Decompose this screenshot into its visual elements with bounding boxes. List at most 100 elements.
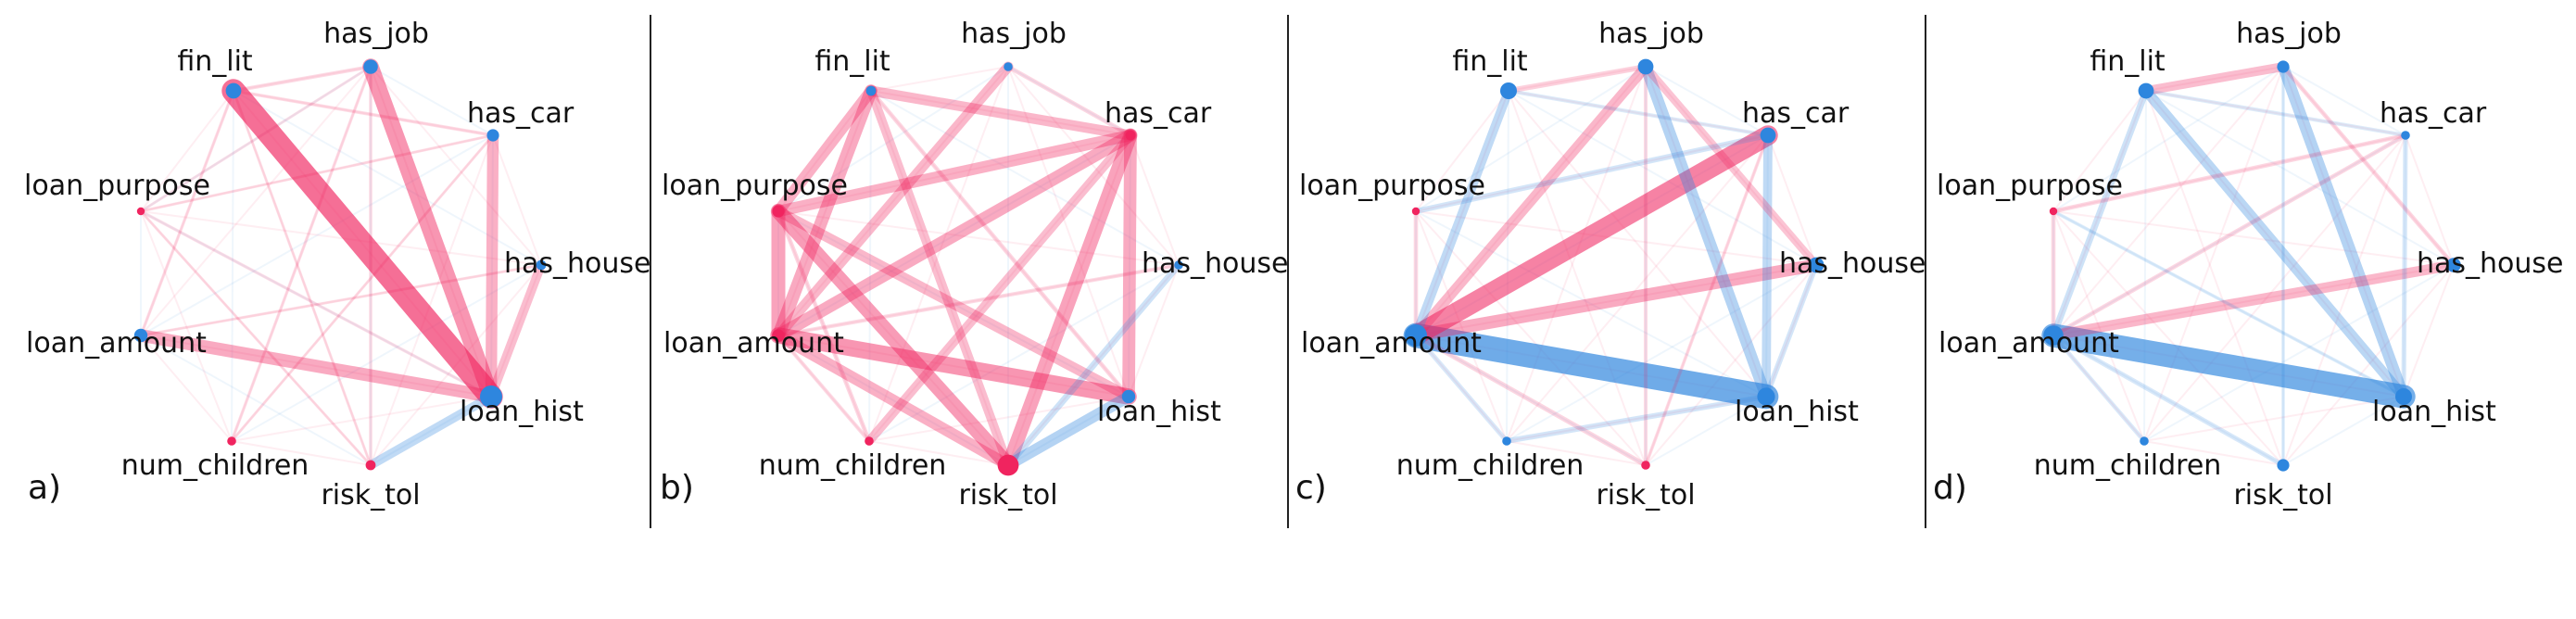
- background-edge: [233, 90, 542, 266]
- background-edge: [140, 90, 234, 212]
- background-edge: [1007, 264, 1180, 466]
- background-edge: [777, 335, 1130, 398]
- node-label-loan-hist: loan_hist: [2372, 396, 2496, 428]
- edge-has_house-loan_hist: [1763, 262, 1819, 399]
- edge-fin_lit-loan_hist: [221, 79, 503, 409]
- node-label-loan-hist: loan_hist: [1735, 396, 1859, 428]
- edge-loan_amount-has_house: [139, 263, 543, 337]
- node-has-job: [2277, 60, 2290, 73]
- edge-has_car-risk_tol: [1644, 133, 1770, 467]
- node-fin-lit: [225, 82, 242, 99]
- background-edge: [1645, 264, 1817, 466]
- background-edge: [777, 335, 1009, 466]
- edge-has_job-loan_hist: [1639, 60, 1773, 403]
- node-has-house: [2446, 258, 2461, 272]
- node-label-loan-amount: loan_amount: [1301, 327, 1482, 360]
- edge-has_job-loan_amount: [1410, 61, 1651, 341]
- node-label-loan-hist: loan_hist: [460, 396, 584, 428]
- panel-a: fin_lithas_jobhas_carhas_houseloan_histr…: [24, 18, 651, 512]
- node-label-has-job: has_job: [323, 18, 429, 50]
- edge-loan_amount-loan_hist: [770, 327, 1137, 405]
- edge-loan_purpose-loan_hist: [773, 206, 1134, 402]
- edge-loan_amount-has_house: [2048, 259, 2459, 341]
- background-edge: [2405, 134, 2455, 266]
- background-edge: [492, 134, 542, 266]
- edge-risk_tol-loan_hist: [1002, 390, 1135, 472]
- edge-loan_purpose-loan_hist: [2052, 209, 2406, 398]
- background-edge: [231, 396, 492, 442]
- node-has-house: [1174, 260, 1183, 270]
- node-label-fin-lit: fin_lit: [2090, 45, 2166, 78]
- background-edge: [1506, 134, 1769, 442]
- background-edge: [231, 134, 494, 442]
- panel-d-labels: fin_lithas_jobhas_carhas_houseloan_histr…: [1937, 18, 2564, 512]
- edge-has_car-loan_hist: [1122, 129, 1137, 403]
- background-edge: [1007, 134, 1131, 466]
- background-edge: [2052, 90, 2147, 336]
- panel-b: fin_lithas_jobhas_carhas_houseloan_histr…: [660, 18, 1289, 512]
- background-edge: [777, 134, 1131, 212]
- background-edge: [777, 335, 870, 442]
- background-edge: [1128, 264, 1180, 398]
- background-edge: [1007, 396, 1130, 466]
- edge-has_car-loan_amount: [772, 129, 1137, 342]
- background-edge: [777, 210, 1180, 266]
- node-label-has-job: has_job: [2236, 18, 2342, 50]
- edge-fin_lit-risk_tol: [232, 89, 373, 467]
- background-edge: [140, 134, 494, 336]
- node-label-fin-lit: fin_lit: [177, 45, 253, 78]
- panel-c-labels: fin_lithas_jobhas_carhas_houseloan_histr…: [1299, 18, 1926, 512]
- edge-has_job-has_house: [2280, 64, 2456, 268]
- edge-loan_amount-loan_hist: [134, 329, 498, 403]
- background-edge: [370, 66, 494, 136]
- background-edge: [1415, 210, 1767, 398]
- background-edge: [140, 335, 492, 398]
- panel-d: fin_lithas_jobhas_carhas_houseloan_histr…: [1933, 18, 2564, 512]
- node-loan-purpose: [1411, 207, 1421, 216]
- background-edge: [140, 335, 233, 442]
- background-edge: [2145, 90, 2406, 136]
- edge-has_job-num_children: [230, 65, 373, 443]
- background-edge: [1415, 134, 1769, 212]
- background-edge: [2282, 134, 2406, 466]
- node-label-loan-purpose: loan_purpose: [662, 170, 848, 202]
- node-label-has-house: has_house: [1779, 247, 1926, 280]
- background-edge: [1508, 90, 1767, 398]
- node-label-num-children: num_children: [1396, 449, 1585, 482]
- edge-loan_purpose-num_children: [776, 208, 872, 444]
- background-edge: [1128, 134, 1131, 398]
- edge-loan_amount-num_children: [1413, 333, 1509, 444]
- edge-loan_purpose-has_car: [2051, 133, 2408, 214]
- background-edge: [777, 264, 1180, 336]
- edge-fin_lit-loan_amount: [2050, 87, 2150, 339]
- node-has-job: [1004, 62, 1013, 71]
- node-label-has-car: has_car: [1105, 97, 1212, 130]
- background-edge: [1007, 66, 1131, 136]
- node-label-has-car: has_car: [467, 97, 575, 130]
- background-edge: [1007, 66, 1130, 398]
- edge-has_car-loan_amount: [1406, 125, 1778, 346]
- background-edge: [1415, 66, 1647, 336]
- node-label-num-children: num_children: [759, 449, 947, 482]
- background-edge: [777, 210, 870, 442]
- node-label-loan-hist: loan_hist: [1097, 396, 1221, 428]
- node-label-loan-amount: loan_amount: [1938, 327, 2119, 360]
- background-edge: [868, 66, 1009, 442]
- node-loan-purpose: [772, 205, 785, 218]
- background-edge: [2052, 134, 2406, 336]
- edge-loan_purpose-risk_tol: [139, 209, 373, 467]
- background-edge: [1508, 66, 1647, 92]
- panel-b-labels: fin_lithas_jobhas_carhas_houseloan_histr…: [662, 18, 1289, 512]
- background-edge: [140, 264, 542, 336]
- background-edge: [868, 134, 1131, 442]
- background-edge: [2143, 396, 2405, 442]
- node-label-loan-amount: loan_amount: [26, 327, 207, 360]
- panel-d-edges: [2041, 60, 2459, 468]
- background-edge: [231, 264, 542, 442]
- node-risk-tol: [1641, 461, 1650, 470]
- edge-fin_lit-loan_purpose: [772, 84, 878, 218]
- node-label-num-children: num_children: [2034, 449, 2222, 482]
- edge-fin_lit-has_car: [865, 85, 1136, 141]
- background-edge: [140, 66, 372, 212]
